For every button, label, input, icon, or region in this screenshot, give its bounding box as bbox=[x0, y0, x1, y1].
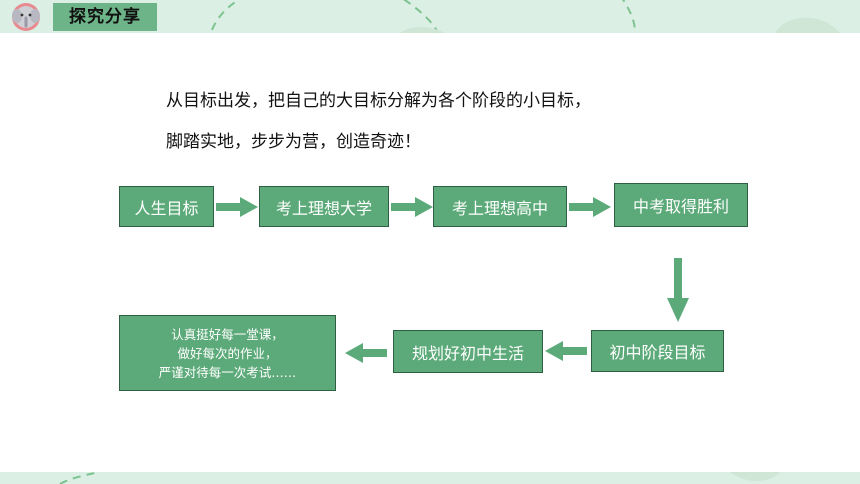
arrow-right-icon bbox=[569, 197, 611, 217]
step-entrance-exam: 中考取得胜利 bbox=[614, 183, 748, 227]
step-junior-goal: 初中阶段目标 bbox=[591, 330, 724, 372]
arrow-left-icon bbox=[345, 343, 387, 363]
arrow-down-icon bbox=[667, 258, 689, 322]
section-title: 探究分享 bbox=[53, 3, 157, 31]
elephant-logo bbox=[6, 2, 46, 32]
action-item: 认真挺好每一堂课， bbox=[171, 326, 284, 342]
arrow-left-icon bbox=[545, 341, 587, 361]
footer-band bbox=[0, 472, 860, 484]
intro-line-2: 脚踏实地，步步为营，创造奇迹！ bbox=[166, 132, 421, 152]
arrow-right-icon bbox=[216, 197, 258, 217]
arrow-right-icon bbox=[391, 197, 433, 217]
step-life-goal: 人生目标 bbox=[119, 186, 214, 227]
step-university: 考上理想大学 bbox=[259, 186, 389, 227]
step-high-school: 考上理想高中 bbox=[433, 186, 567, 227]
action-item: 严谨对待每一次考试…… bbox=[158, 364, 297, 380]
actions-box: 认真挺好每一堂课， 做好每次的作业， 严谨对待每一次考试…… bbox=[119, 315, 336, 391]
action-item: 做好每次的作业， bbox=[177, 345, 278, 361]
elephant-icon bbox=[12, 3, 40, 31]
intro-line-1: 从目标出发，把自己的大目标分解为各个阶段的小目标， bbox=[166, 91, 591, 111]
step-plan-junior-life: 规划好初中生活 bbox=[393, 330, 543, 373]
